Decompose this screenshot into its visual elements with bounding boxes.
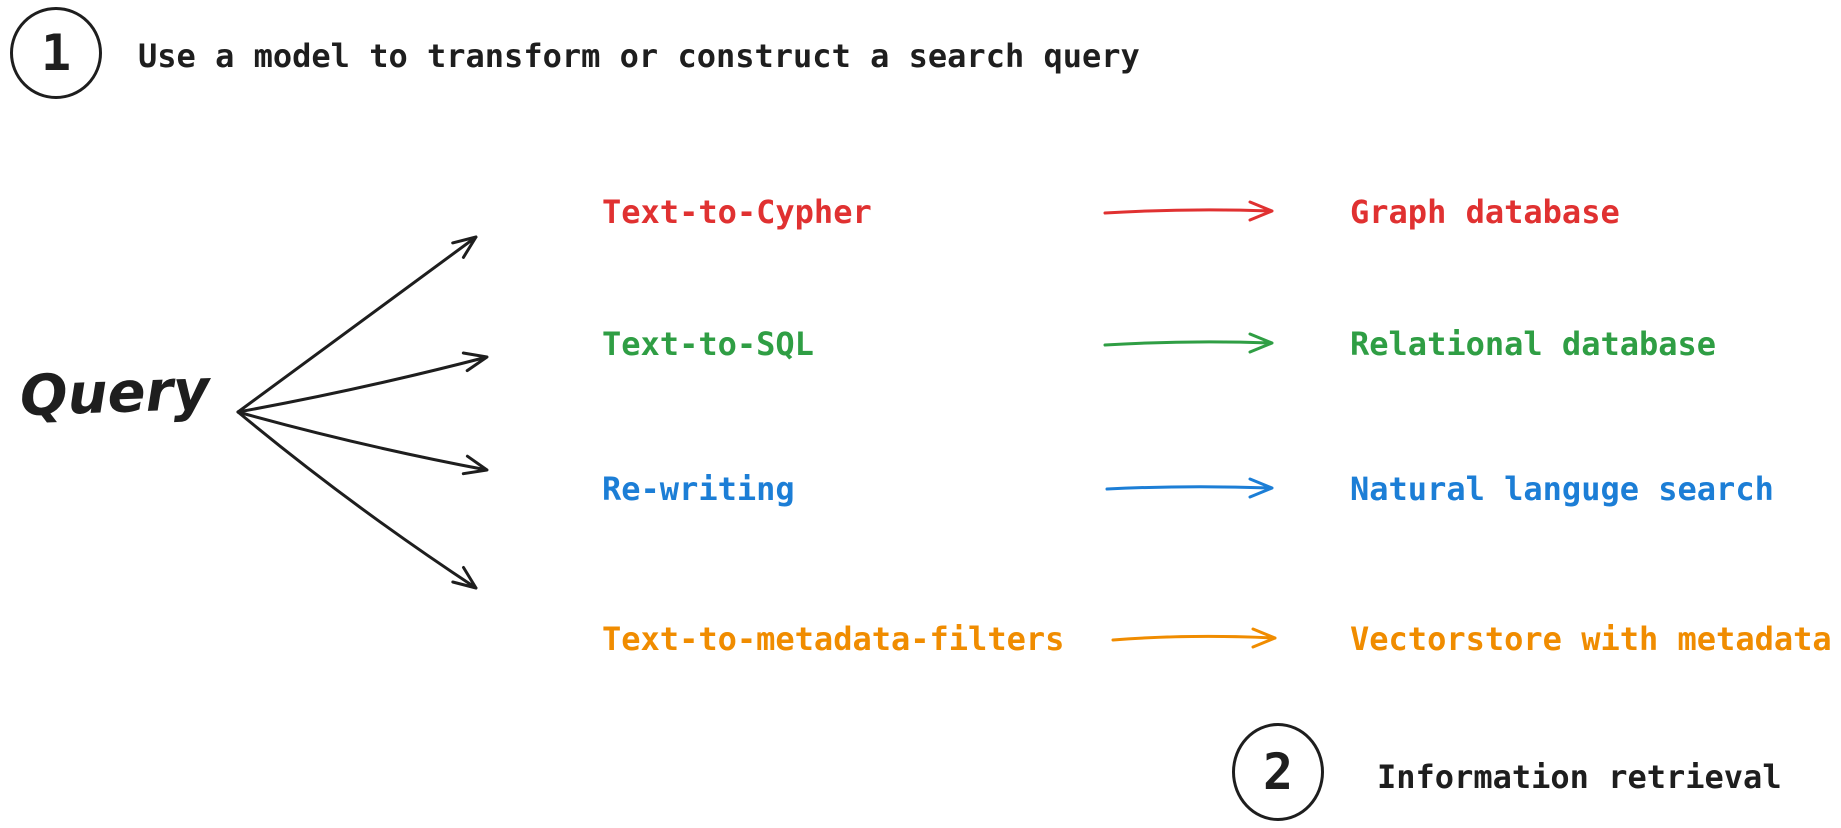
method-label-text-to-sql: Text-to-SQL <box>602 325 814 363</box>
target-label-natural-language-search: Natural languge search <box>1350 470 1774 508</box>
method-label-re-writing: Re-writing <box>602 470 795 508</box>
flow-arrow-graph-database <box>1103 200 1274 222</box>
method-label-text-to-metadata-filters: Text-to-metadata-filters <box>602 620 1065 658</box>
step-1-label: Use a model to transform or construct a … <box>138 37 1140 75</box>
target-label-relational-database: Relational database <box>1350 325 1717 363</box>
method-label-text-to-cypher: Text-to-Cypher <box>602 193 872 231</box>
target-label-vectorstore-with-metadata: Vectorstore with metadata <box>1350 620 1832 658</box>
step-1-number: 1 <box>40 24 72 82</box>
flow-arrow-relational-database <box>1103 332 1274 354</box>
fan-arrow-to-text-to-metadata-filters <box>236 410 478 590</box>
step-2-number: 2 <box>1262 743 1294 801</box>
fan-arrow-to-text-to-sql <box>236 351 489 414</box>
flow-arrow-natural-language-search <box>1105 477 1274 499</box>
fan-arrow-to-re-writing <box>236 410 489 476</box>
step-2-badge: 2 <box>1232 723 1324 821</box>
fan-arrow-to-text-to-cypher <box>236 235 478 414</box>
step-2-label: Information retrieval <box>1377 758 1782 796</box>
target-label-graph-database: Graph database <box>1350 193 1620 231</box>
flow-arrow-vectorstore <box>1111 627 1277 649</box>
step-1-badge: 1 <box>10 7 102 99</box>
query-node-label: Query <box>18 357 211 430</box>
